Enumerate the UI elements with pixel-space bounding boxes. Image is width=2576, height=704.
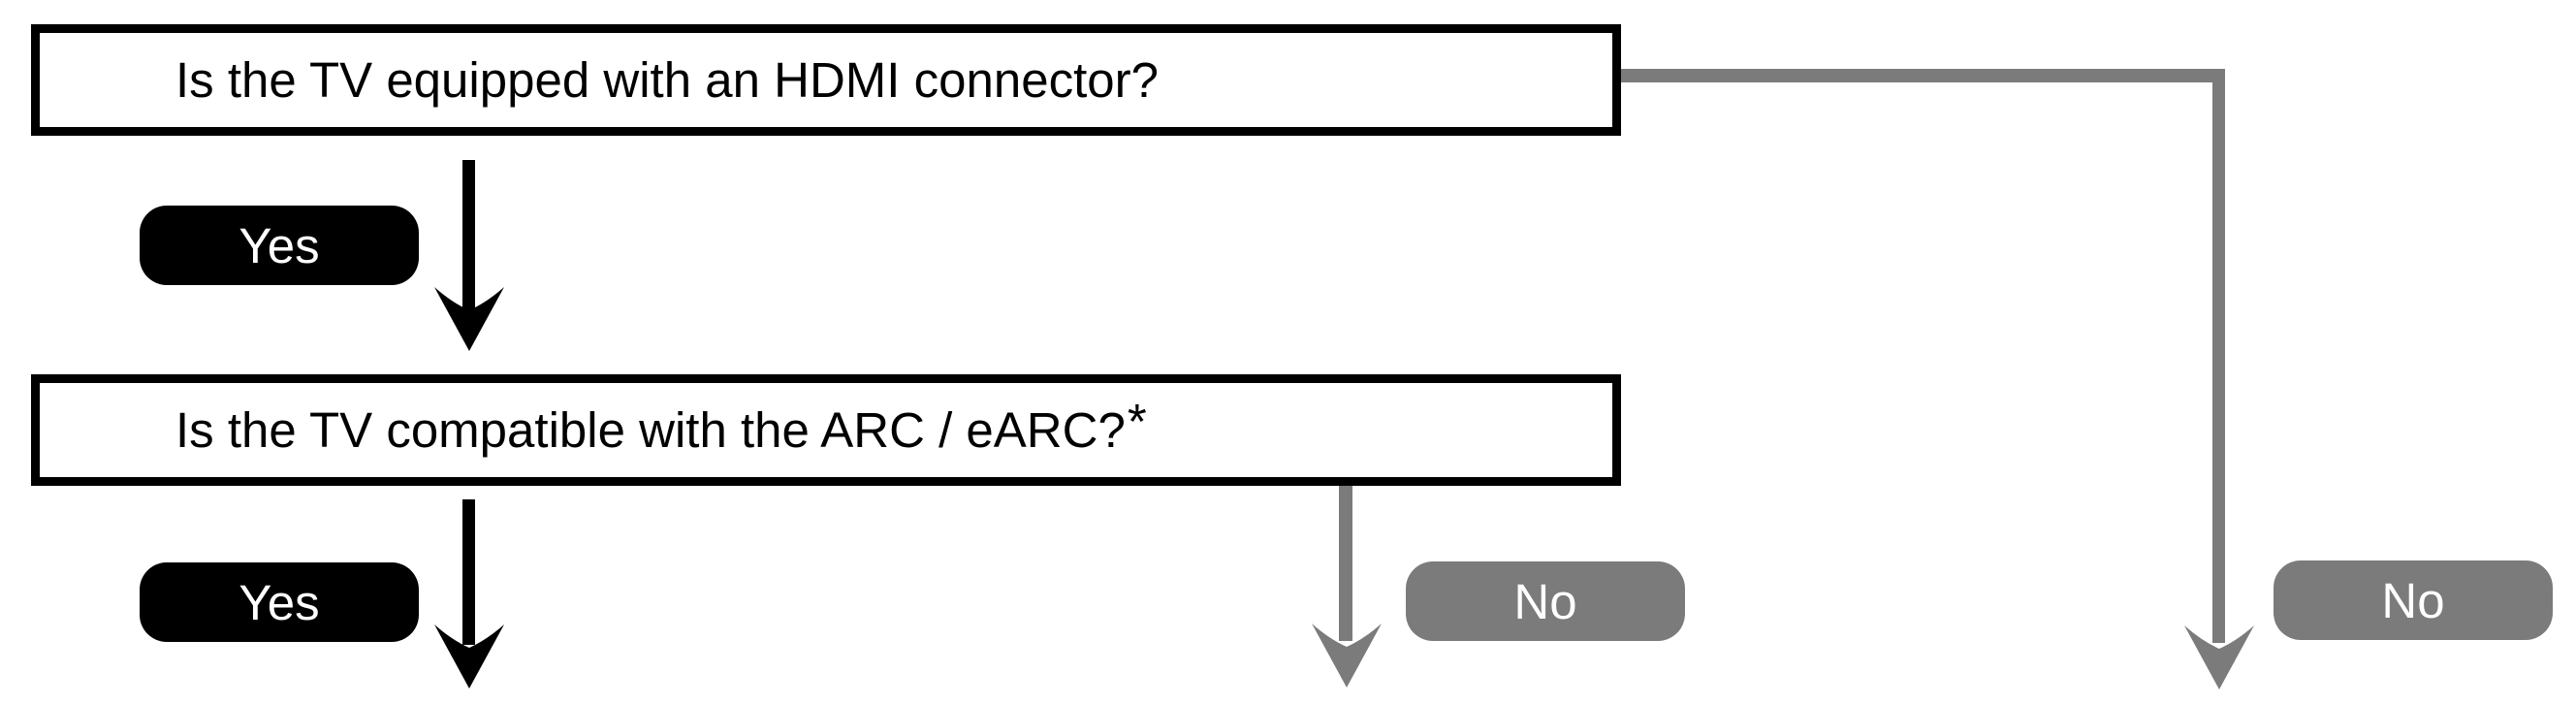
down-arrow-black-icon (434, 287, 504, 351)
no-badge-label: No (1513, 573, 1577, 629)
question-text-hdmi: Is the TV equipped with an HDMI connecto… (175, 52, 1159, 108)
footnote-asterisk: * (1127, 394, 1147, 449)
question-text-arc: Is the TV compatible with the ARC / eARC… (175, 402, 1126, 458)
question-box-arc: Is the TV compatible with the ARC / eARC… (31, 374, 1621, 486)
no-badge: No (1406, 561, 1685, 641)
down-arrow-gray-icon (1312, 624, 1382, 688)
yes-badge-label: Yes (239, 217, 320, 273)
elbow-connector-horizontal-segment (1621, 69, 2225, 82)
down-arrow-gray-icon (2184, 625, 2254, 689)
yes-badge: Yes (140, 206, 419, 285)
yes-badge-label: Yes (239, 574, 320, 630)
no-badge: No (2274, 560, 2553, 640)
down-arrow-gray-shaft (1339, 486, 1352, 641)
elbow-connector-vertical-segment (2212, 69, 2225, 643)
down-arrow-black-shaft (462, 499, 475, 645)
down-arrow-black-shaft (462, 160, 475, 310)
down-arrow-black-icon (434, 624, 504, 688)
no-badge-label: No (2381, 572, 2445, 628)
yes-badge: Yes (140, 562, 419, 642)
question-box-hdmi: Is the TV equipped with an HDMI connecto… (31, 24, 1621, 136)
